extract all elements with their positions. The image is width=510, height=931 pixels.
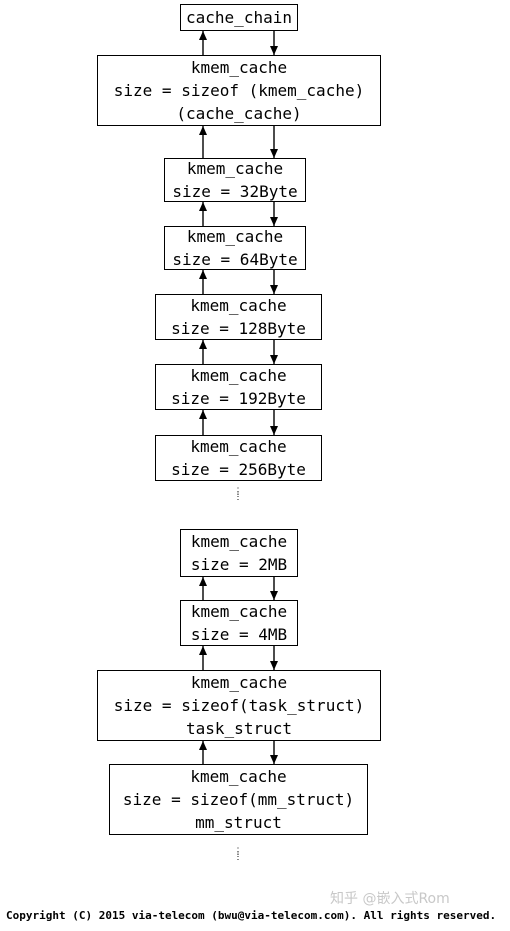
arrowhead-down-6 — [270, 591, 278, 600]
node-label: kmem_cache — [190, 437, 287, 456]
node-label: cache_chain — [186, 8, 292, 27]
arrowhead-up-5 — [199, 410, 207, 419]
arrowhead-down-2 — [270, 217, 278, 226]
kmem-cache-32byte-node: kmem_cache size = 32Byte — [164, 158, 306, 202]
arrowhead-up-8 — [199, 741, 207, 750]
node-size: size = 192Byte — [171, 389, 306, 408]
node-size: size = 4MB — [190, 625, 288, 644]
node-size: size = 32Byte — [172, 182, 298, 201]
node-extra: mm_struct — [195, 813, 282, 832]
node-extra: task_struct — [186, 719, 292, 738]
kmem-cache-mm-struct-node: kmem_cache size = sizeof(mm_struct) mm_s… — [109, 764, 368, 835]
arrowhead-down-4 — [270, 355, 278, 364]
node-size: size = 256Byte — [171, 460, 306, 479]
kmem-cache-256byte-node: kmem_cache size = 256Byte — [155, 435, 322, 481]
node-label: kmem_cache — [186, 227, 284, 246]
arrowhead-down-8 — [270, 755, 278, 764]
arrowhead-up-4 — [199, 340, 207, 349]
arrowhead-up-2 — [199, 202, 207, 211]
arrowhead-down-7 — [270, 661, 278, 670]
arrowhead-up-3 — [199, 270, 207, 279]
cache-chain-node: cache_chain — [180, 4, 298, 31]
node-label: kmem_cache — [190, 673, 288, 692]
arrowhead-up-6 — [199, 577, 207, 586]
node-label: kmem_cache — [190, 532, 288, 551]
kmem-cache-192byte-node: kmem_cache size = 192Byte — [155, 364, 322, 410]
gap-ellipsis-bottom: ⋮ ⋮ — [233, 847, 243, 862]
node-size: size = sizeof(mm_struct) — [122, 790, 355, 809]
kmem-cache-2mb-node: kmem_cache size = 2MB — [180, 529, 298, 577]
kmem-cache-128byte-node: kmem_cache size = 128Byte — [155, 294, 322, 340]
node-label: kmem_cache — [190, 58, 288, 77]
gap-ellipsis: ⋮ ⋮ — [233, 487, 243, 502]
copyright-footer: Copyright (C) 2015 via-telecom (bwu@via-… — [6, 909, 497, 922]
kmem-cache-64byte-node: kmem_cache size = 64Byte — [164, 226, 306, 270]
kmem-cache-cache-cache-node: kmem_cache size = sizeof (kmem_cache) (c… — [97, 55, 381, 126]
arrowhead-down-0 — [270, 46, 278, 55]
arrowhead-up-1 — [199, 126, 207, 135]
kmem-cache-task-struct-node: kmem_cache size = sizeof(task_struct) ta… — [97, 670, 381, 741]
arrowhead-down-3 — [270, 285, 278, 294]
kmem-cache-4mb-node: kmem_cache size = 4MB — [180, 600, 298, 646]
node-size: size = 2MB — [190, 555, 288, 574]
node-label: kmem_cache — [190, 366, 287, 385]
arrowhead-down-5 — [270, 426, 278, 435]
node-size: size = 64Byte — [172, 250, 298, 269]
node-label: kmem_cache — [190, 296, 287, 315]
node-extra: (cache_cache) — [176, 104, 302, 123]
watermark: 知乎 @嵌入式Rom — [330, 891, 450, 907]
arrowhead-up-7 — [199, 646, 207, 655]
arrowhead-up-0 — [199, 31, 207, 40]
node-label: kmem_cache — [186, 159, 284, 178]
node-size: size = sizeof(task_struct) — [113, 696, 365, 715]
node-size: size = sizeof (kmem_cache) — [113, 81, 365, 100]
node-size: size = 128Byte — [171, 319, 306, 338]
node-label: kmem_cache — [190, 602, 288, 621]
node-label: kmem_cache — [190, 767, 287, 786]
arrowhead-down-1 — [270, 149, 278, 158]
